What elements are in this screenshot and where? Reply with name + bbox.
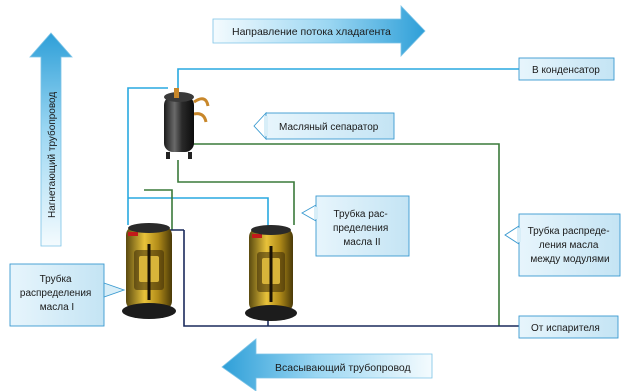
discharge-line-compressor-2 [128, 197, 269, 228]
svg-text:Трубка распреде- ления м: Трубка распреде- ления масла между модул… [528, 225, 613, 265]
discharge-pipe-arrow: Нагнетающий трубопровод [29, 32, 73, 247]
oil-tube-2-line-3: масла II [343, 237, 380, 248]
oil-tube-between-line-1: Трубка распреде- [528, 225, 610, 237]
label-oil-tube-2: Трубка рас- пределения масла II [301, 195, 410, 257]
discharge-pipe-label: Нагнетающий трубопровод [46, 92, 58, 218]
oil-line-between-modules [186, 143, 500, 326]
oil-tube-between-line-3: между модулями [530, 254, 609, 265]
svg-text:От испарителя: От испарителя [531, 323, 600, 334]
label-to-condenser: В конденсатор [518, 57, 615, 81]
label-oil-tube-between-modules: Трубка распреде- ления масла между модул… [504, 213, 621, 277]
suction-line-main [183, 230, 519, 327]
oil-tube-1-line-3: масла I [40, 302, 74, 313]
discharge-line-main [127, 87, 168, 225]
label-oil-tube-1: Трубка распределения масла I [9, 263, 126, 327]
compressor-1-image [122, 223, 176, 319]
svg-text:В конденсатор: В конденсатор [532, 65, 600, 76]
svg-text:Трубка распределения: Трубка распределения масла I [20, 273, 94, 313]
oil-tube-1-line-2: распределения [20, 288, 91, 299]
oil-lines [144, 143, 500, 326]
oil-line-2 [177, 160, 295, 225]
oil-tube-between-line-2: ления масла [539, 240, 599, 251]
suction-pipe-label: Всасывающий трубопровод [275, 362, 411, 374]
refrigerant-flow-label: Направление потока хладагента [232, 26, 391, 38]
oil-tube-1-line-1: Трубка [40, 273, 72, 285]
refrigerant-flow-arrow: Направление потока хладагента [212, 5, 426, 57]
oil-separator-image [164, 88, 210, 159]
oil-line-1 [144, 189, 173, 230]
oil-tube-2-line-1: Трубка рас- [333, 208, 387, 220]
oil-tube-2-line-2: пределения [333, 223, 388, 234]
discharge-line-to-condenser [177, 68, 519, 93]
label-from-evaporator: От испарителя [518, 315, 619, 339]
svg-text:Масляный сепаратор: Масляный сепаратор [279, 122, 379, 133]
suction-pipe-arrow: Всасывающий трубопровод [221, 338, 433, 391]
svg-text:Трубка рас- пределения: Трубка рас- пределения масла II [333, 208, 391, 248]
discharge-lines [127, 68, 519, 228]
compressor-2-image [245, 225, 297, 321]
label-oil-separator: Масляный сепаратор [253, 111, 395, 141]
